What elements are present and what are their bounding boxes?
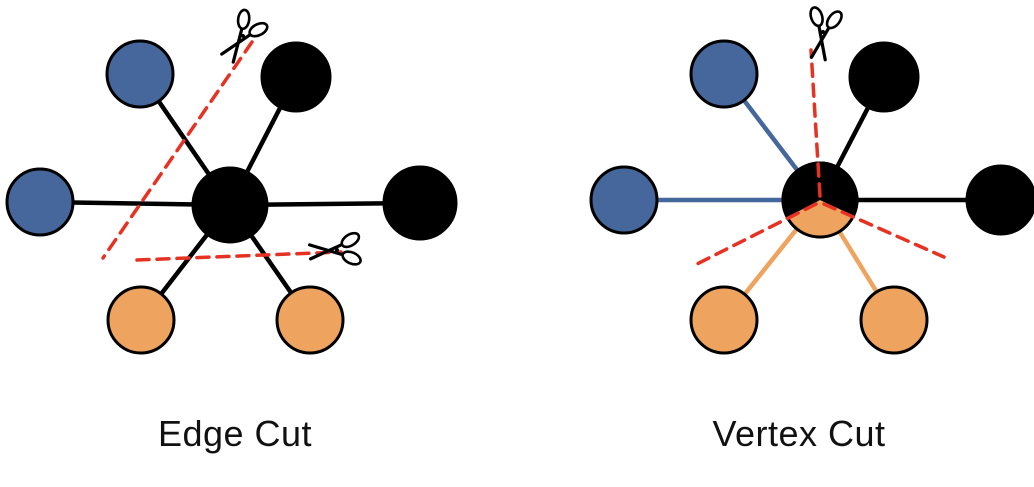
center-node xyxy=(191,166,269,244)
cut-line-downright xyxy=(822,202,946,259)
scissors-icon xyxy=(210,3,274,71)
blue-node-left xyxy=(5,167,75,237)
blue-node-topleft xyxy=(689,39,759,109)
scissors-icon xyxy=(307,228,365,272)
caption-vertex-cut: Vertex Cut xyxy=(712,413,886,454)
black-node-topright xyxy=(260,41,332,113)
vertex-cut-graph xyxy=(589,2,1034,355)
cut-line-downleft xyxy=(689,202,818,269)
orange-node-botleft xyxy=(106,285,176,355)
black-node-right xyxy=(382,165,458,241)
vertex-cut-panel: Vertex Cut xyxy=(564,0,1034,454)
edge-cut-panel: Edge Cut xyxy=(0,0,470,454)
cut-line-diagonal xyxy=(101,40,254,260)
black-node-topright xyxy=(848,41,920,113)
center-node-outline xyxy=(781,161,859,239)
black-node-right xyxy=(965,164,1034,236)
blue-node-topleft xyxy=(105,39,175,109)
cut-line-up xyxy=(809,48,822,198)
cut-line-horizontal xyxy=(135,250,343,262)
blue-node-left xyxy=(589,165,659,235)
orange-node-botright xyxy=(275,285,345,355)
orange-node-botright xyxy=(859,285,929,355)
scissors-icon xyxy=(798,2,847,64)
edge-cut-graph xyxy=(5,3,458,355)
caption-edge-cut: Edge Cut xyxy=(157,413,313,454)
orange-node-botleft xyxy=(689,285,759,355)
